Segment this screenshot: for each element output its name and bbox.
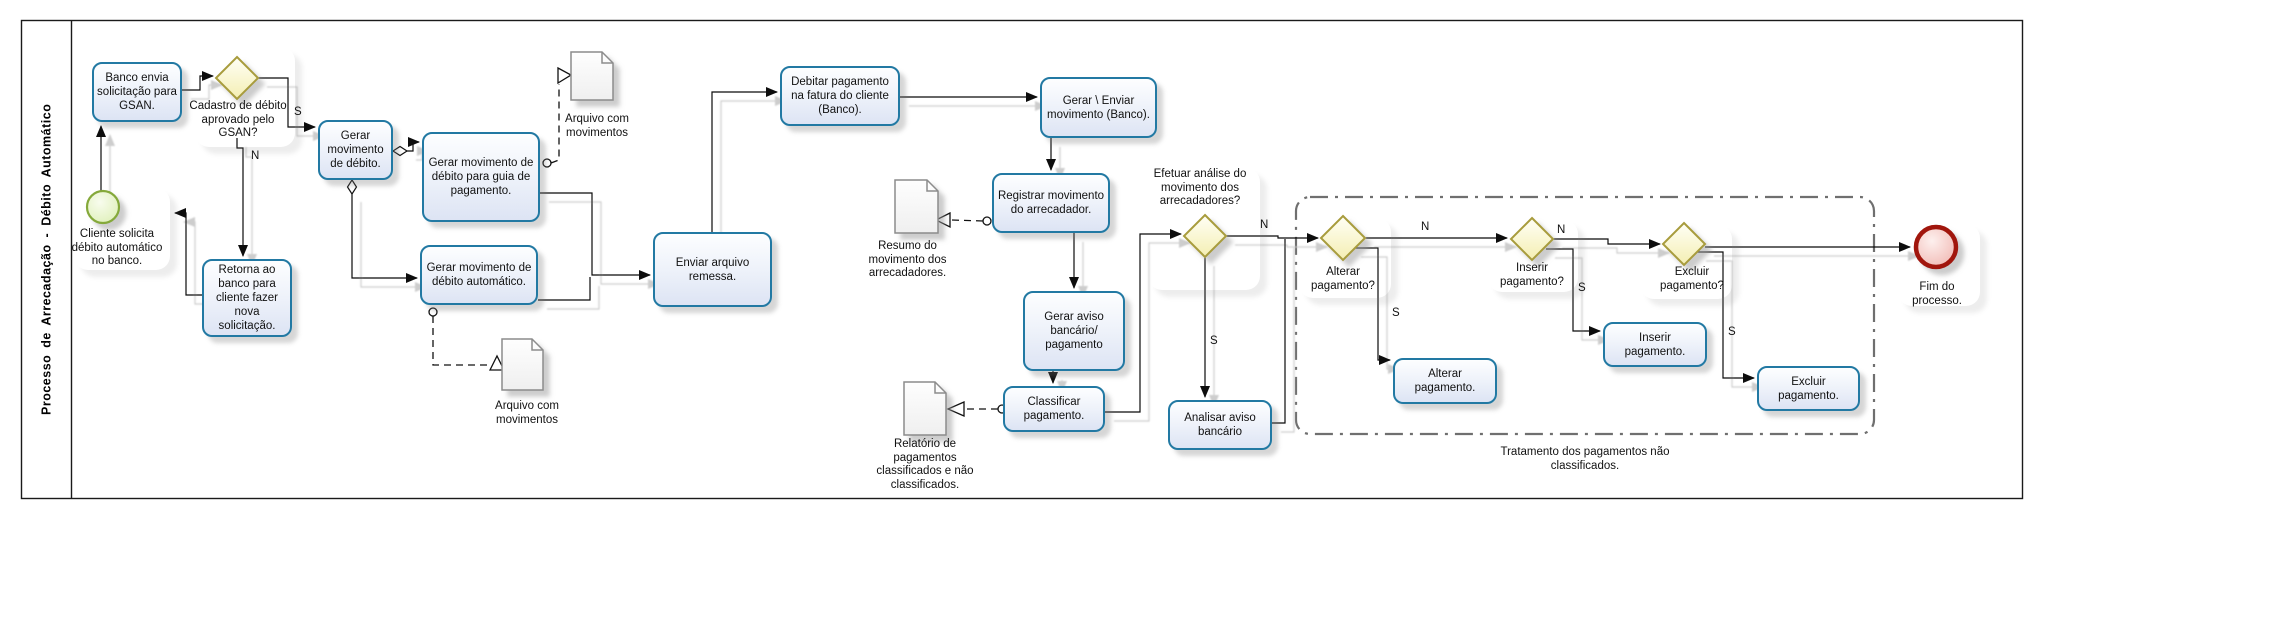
- flow-label-n: N: [1260, 219, 1269, 231]
- flow-label-s: S: [1392, 307, 1400, 319]
- document-relatorio-label: Relatório de pagamentos classificados e …: [876, 438, 974, 491]
- task-analisar[interactable]: Analisar aviso bancário: [1168, 400, 1272, 450]
- flow-label-s: S: [1578, 282, 1586, 294]
- flow-label-s: S: [1210, 335, 1218, 347]
- task-gerar-aviso[interactable]: Gerar aviso bancário/ pagamento: [1023, 291, 1125, 371]
- end-event-label: Fim do processo.: [1912, 281, 1962, 307]
- task-gerar-enviar[interactable]: Gerar \ Enviar movimento (Banco).: [1040, 77, 1157, 138]
- task-gerar-guia[interactable]: Gerar movimento de débito para guia de p…: [422, 132, 540, 222]
- gateway-cadastro-aprovado: [214, 55, 260, 101]
- document-arquivo-movimentos-1: [570, 51, 614, 101]
- gateway-inserir-pagamento: [1509, 216, 1555, 262]
- task-alterar[interactable]: Alterar pagamento.: [1393, 358, 1497, 404]
- start-event-label: Cliente solicita débito automático no ba…: [71, 228, 163, 267]
- group-tratamento[interactable]: [1294, 195, 1876, 436]
- document-arquivo2-label: Arquivo com movimentos: [495, 400, 559, 426]
- gateway-alterar-pagamento: [1319, 214, 1367, 262]
- task-inserir[interactable]: Inserir pagamento.: [1603, 322, 1707, 367]
- task-registrar[interactable]: Registrar movimento do arrecadador.: [992, 173, 1110, 233]
- task-debitar[interactable]: Debitar pagamento na fatura do cliente (…: [780, 66, 900, 126]
- associations: [432, 84, 998, 410]
- end-event[interactable]: [1913, 224, 1959, 270]
- sequence-flows: [96, 71, 1911, 424]
- group-label: Tratamento dos pagamentos não classifica…: [1500, 446, 1670, 472]
- flow-label-n: N: [1557, 224, 1566, 236]
- gateway-cadastro-label: Cadastro de débito aprovado pelo GSAN?: [189, 100, 287, 139]
- flow-label-n: N: [1421, 221, 1430, 233]
- start-event[interactable]: [85, 189, 121, 225]
- association-ends: [428, 66, 1007, 417]
- document-relatorio: [903, 381, 947, 436]
- document-arquivo-movimentos-2: [501, 338, 544, 391]
- flow-label-s: S: [1728, 326, 1736, 338]
- gateway-efetuar-label: Efetuar análise do movimento dos arrecad…: [1153, 168, 1247, 207]
- document-resumo: [894, 179, 939, 234]
- pool-frame: [20, 19, 2024, 500]
- flow-label-s: S: [294, 106, 302, 118]
- task-banco-envia[interactable]: Banco envia solicitação para GSAN.: [92, 62, 182, 122]
- task-gerar-automatico[interactable]: Gerar movimento de débito automático.: [420, 245, 538, 305]
- task-enviar-remessa[interactable]: Enviar arquivo remessa.: [653, 232, 772, 307]
- gateway-efetuar-analise: [1182, 213, 1228, 259]
- document-arquivo1-label: Arquivo com movimentos: [565, 113, 629, 139]
- document-resumo-label: Resumo do movimento dos arrecadadores.: [868, 240, 947, 279]
- task-classificar[interactable]: Classificar pagamento.: [1003, 386, 1105, 432]
- gateway-excluir-pagamento: [1661, 221, 1707, 267]
- task-excluir[interactable]: Excluir pagamento.: [1757, 366, 1860, 411]
- pool-title: Processo de Arrecadação - Débito Automát…: [39, 103, 54, 416]
- task-retorna[interactable]: Retorna ao banco para cliente fazer nova…: [202, 259, 292, 337]
- gateway-alterar-label: Alterar pagamento?: [1311, 266, 1375, 292]
- gateway-excluir-label: Excluir pagamento?: [1660, 266, 1724, 292]
- task-gerar-movimento[interactable]: Gerar movimento de débito.: [318, 120, 393, 180]
- conditional-markers: [346, 145, 409, 196]
- gateway-inserir-label: Inserir pagamento?: [1500, 262, 1564, 288]
- flow-label-n: N: [251, 150, 260, 162]
